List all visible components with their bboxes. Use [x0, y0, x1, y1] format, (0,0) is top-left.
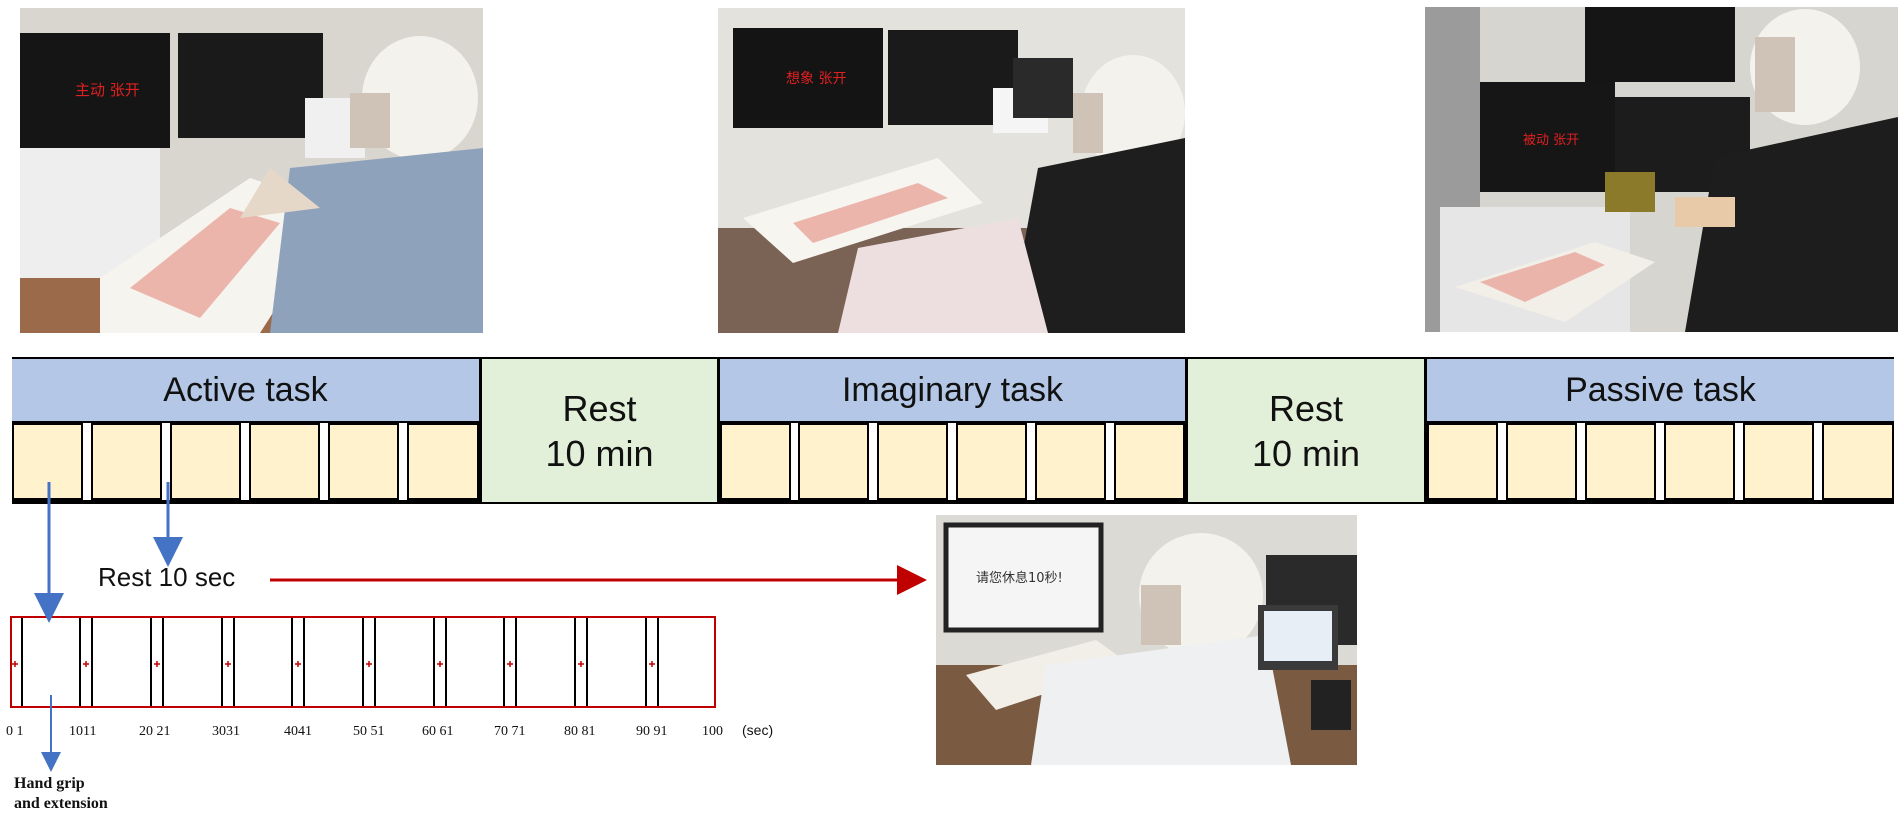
- active-trial-box: [249, 423, 320, 500]
- passive-trial-box: [1585, 423, 1656, 500]
- active-trial-box: [407, 423, 479, 500]
- passive-trial-box: [1427, 423, 1498, 500]
- screen-text-active: 主动 张开: [75, 81, 140, 99]
- imaginary-task-block: Imaginary task: [720, 359, 1185, 502]
- photo-imaginary-task: 想象 张开: [718, 8, 1185, 333]
- active-trial-box: [328, 423, 399, 500]
- tick-label: 50 51: [353, 724, 385, 739]
- passive-task-title: Passive task: [1427, 359, 1894, 421]
- experiment-timeline: Active task Rest 10 min Imaginary task R…: [12, 357, 1894, 504]
- rest-block-2: Rest 10 min: [1188, 359, 1424, 502]
- rest-block-1-label: Rest: [562, 387, 637, 429]
- tick-label: 4041: [284, 724, 312, 739]
- rest-block-1-duration: 10 min: [545, 432, 654, 474]
- axis-unit: (sec): [742, 722, 774, 738]
- tick-label: 70 71: [494, 724, 526, 739]
- photo-passive-task: 被动 张开: [1425, 7, 1898, 332]
- imaginary-trial-box: [1114, 423, 1185, 500]
- tick-label: 1011: [69, 724, 97, 739]
- screen-text-rest: 请您休息10秒!: [976, 570, 1063, 586]
- rest-block-2-label: Rest: [1268, 387, 1344, 429]
- annotation-line-1: Hand grip: [14, 775, 85, 792]
- tick-label: 60 61: [422, 724, 454, 739]
- imaginary-task-title: Imaginary task: [720, 359, 1185, 421]
- imaginary-trial-box: [1035, 423, 1106, 500]
- active-trial-box: [12, 423, 83, 500]
- annotation-line-2: and extension: [14, 795, 108, 812]
- photo-active-task: 主动 张开: [20, 8, 483, 333]
- passive-trial-box: [1822, 423, 1894, 500]
- tick-label: 20 21: [139, 724, 171, 739]
- rest-block-1: Rest 10 min: [482, 359, 717, 502]
- tick-label: 90 91: [636, 724, 668, 739]
- passive-task-block: Passive task: [1427, 359, 1894, 502]
- rest-short-label: Rest 10 sec: [98, 562, 236, 592]
- photo-rest: 请您休息10秒!: [936, 515, 1357, 765]
- screen-text-imaginary: 想象 张开: [786, 71, 846, 87]
- imaginary-trial-box: [798, 423, 869, 500]
- imaginary-trial-box: [956, 423, 1027, 500]
- imaginary-trial-box: [720, 423, 791, 500]
- tick-label: 0 1: [6, 724, 24, 739]
- tick-label: 80 81: [564, 724, 596, 739]
- passive-trial-box: [1506, 423, 1577, 500]
- passive-trial-box: [1664, 423, 1735, 500]
- active-task-block: Active task: [12, 359, 479, 502]
- active-trial-box: [91, 423, 162, 500]
- passive-trial-box: [1743, 423, 1814, 500]
- tick-label: 100: [702, 724, 723, 739]
- trial-timeline: [10, 616, 716, 708]
- hand-grip-annotation: Hand grip and extension: [14, 774, 108, 814]
- tick-label: 3031: [212, 724, 240, 739]
- rest-block-2-duration: 10 min: [1251, 432, 1361, 474]
- active-trial-box: [170, 423, 241, 500]
- imaginary-trial-box: [877, 423, 948, 500]
- screen-text-passive: 被动 张开: [1523, 133, 1579, 148]
- active-task-title: Active task: [12, 359, 479, 421]
